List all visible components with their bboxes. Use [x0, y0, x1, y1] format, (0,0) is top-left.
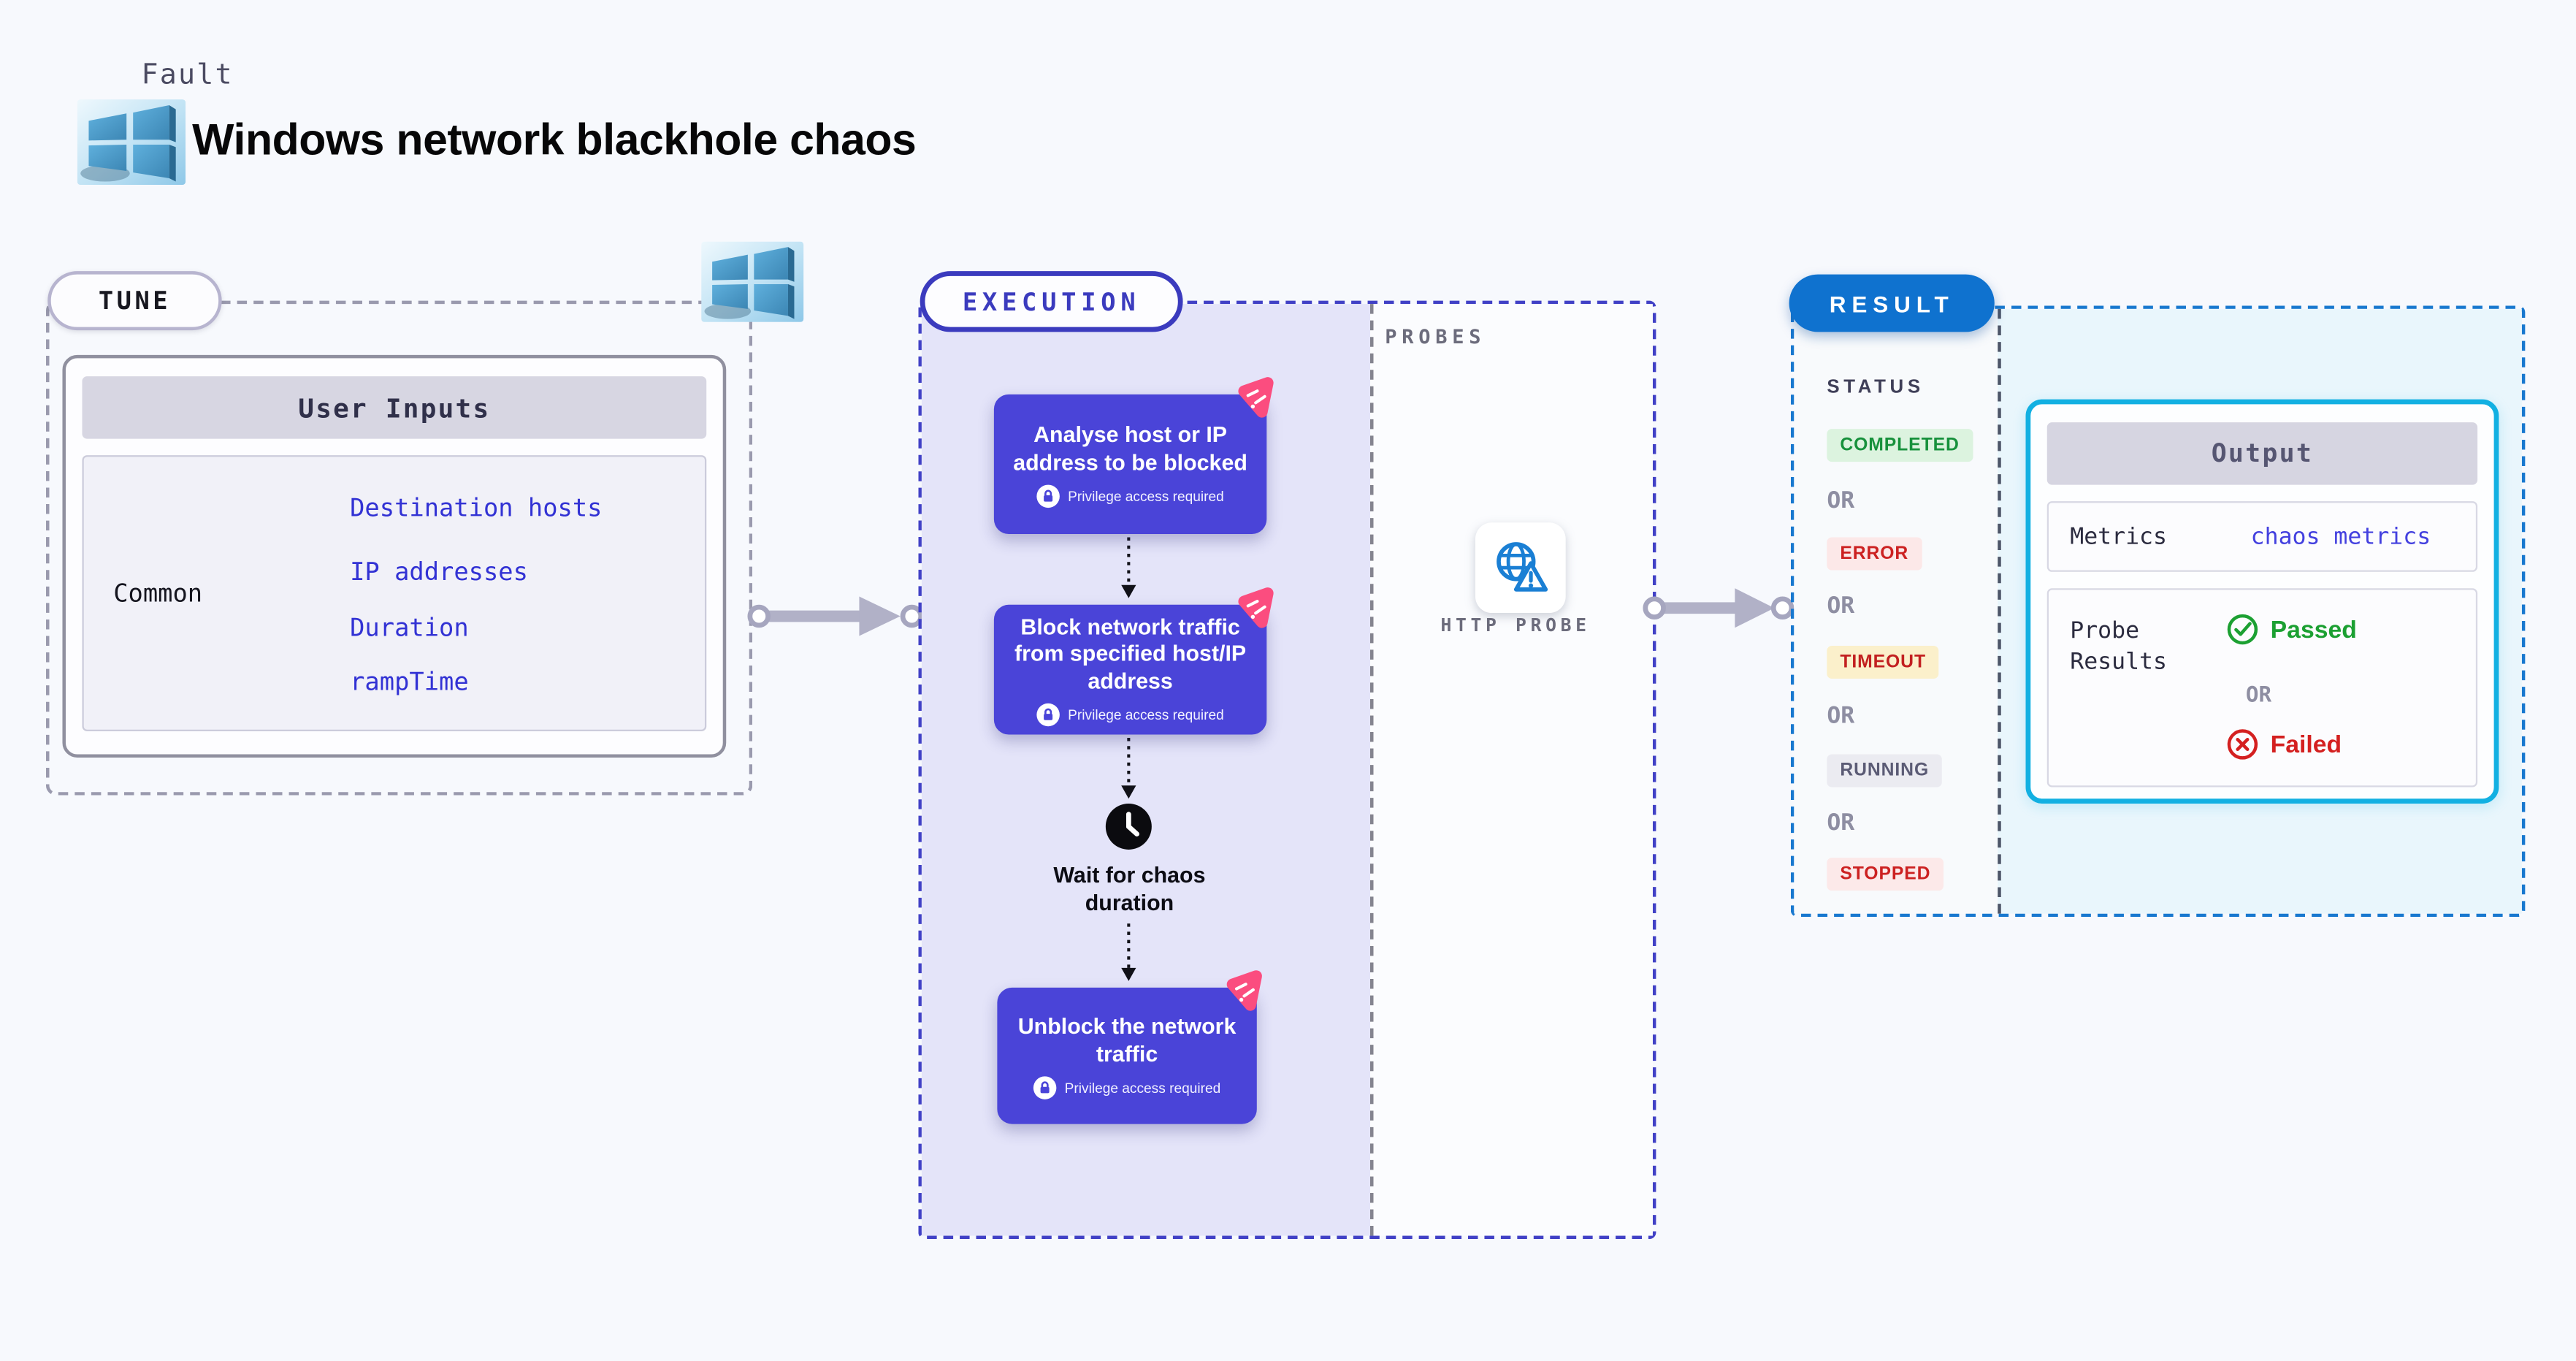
passed-result: Passed	[2226, 613, 2357, 646]
tune-section	[45, 300, 753, 796]
or-separator: OR	[2245, 683, 2272, 709]
metrics-value-link: chaos metrics	[2250, 523, 2431, 550]
user-inputs-table: User Inputs Common Destination hosts IP …	[62, 354, 727, 758]
or-separator: OR	[1827, 593, 1855, 620]
failed-label: Failed	[2270, 730, 2342, 759]
status-badge-running: RUNNING	[1827, 754, 1943, 788]
step-title: Block network traffic from specified hos…	[1014, 614, 1247, 693]
litmus-badge-icon	[1233, 375, 1281, 424]
failed-result: Failed	[2226, 728, 2342, 760]
lock-icon	[1036, 704, 1060, 727]
or-separator: OR	[1827, 703, 1855, 730]
input-ip-addresses: IP addresses	[350, 557, 528, 587]
probes-heading: PROBES	[1385, 325, 1486, 348]
privilege-note-label: Privilege access required	[1064, 1079, 1221, 1097]
clock-icon	[1104, 802, 1153, 851]
arrow-tune-to-execution	[747, 596, 924, 636]
or-separator: OR	[1827, 809, 1855, 836]
status-badge-timeout: TIMEOUT	[1827, 646, 1939, 679]
probes-lane	[1369, 304, 1653, 1236]
step-block-traffic: Block network traffic from specified hos…	[993, 604, 1267, 735]
lock-icon	[1036, 484, 1060, 508]
output-header: Output	[2046, 422, 2478, 485]
passed-label: Passed	[2270, 615, 2357, 644]
privilege-note-label: Privilege access required	[1068, 488, 1224, 505]
probe-results-label: Probe Results	[2070, 617, 2167, 676]
status-badge-completed: COMPLETED	[1827, 429, 1973, 462]
privilege-note: Privilege access required	[1036, 704, 1224, 727]
connector-step1-step2	[1121, 537, 1136, 598]
check-circle-icon	[2226, 613, 2259, 646]
step-title: Unblock the network traffic	[1017, 1013, 1237, 1066]
litmus-badge-icon	[1233, 586, 1281, 634]
privilege-note: Privilege access required	[1036, 484, 1224, 508]
probe-results-row: Probe Results Passed OR Failed	[2046, 588, 2478, 788]
input-duration: Duration	[350, 613, 469, 643]
input-destination-hosts: Destination hosts	[350, 492, 603, 523]
result-pill: RESULT	[1789, 274, 1995, 332]
globe-warning-icon	[1491, 538, 1550, 598]
status-column: STATUS COMPLETED OR ERROR OR TIMEOUT OR …	[1794, 308, 1998, 914]
http-probe-card	[1475, 522, 1566, 614]
input-ramptime: rampTime	[350, 667, 469, 697]
status-badge-stopped: STOPPED	[1827, 858, 1944, 891]
x-circle-icon	[2226, 728, 2259, 760]
user-inputs-body: Common Destination hosts IP addresses Du…	[82, 455, 707, 731]
connector-step2-wait	[1121, 737, 1136, 799]
http-probe-label: HTTP PROBE	[1440, 614, 1591, 636]
step-title: Analyse host or IP address to be blocked	[1013, 422, 1247, 474]
metrics-label: Metrics	[2070, 523, 2167, 550]
execution-pill: EXECUTION	[920, 271, 1183, 332]
or-separator: OR	[1827, 488, 1855, 515]
tune-pill: TUNE	[47, 271, 222, 331]
windows-logo-small-icon	[697, 242, 809, 322]
row-label-common: Common	[113, 578, 203, 609]
privilege-note: Privilege access required	[1033, 1076, 1220, 1099]
privilege-note-label: Privilege access required	[1068, 706, 1224, 724]
page-title: Windows network blackhole chaos	[192, 115, 917, 164]
step-unblock-traffic: Unblock the network traffic Privilege ac…	[997, 987, 1257, 1124]
arrow-probes-to-result	[1643, 588, 1795, 628]
status-heading: STATUS	[1827, 378, 1925, 398]
fault-kicker: Fault	[141, 58, 234, 92]
metrics-row: Metrics chaos metrics	[2046, 501, 2478, 572]
lock-icon	[1033, 1076, 1057, 1099]
connector-wait-step3	[1121, 923, 1136, 981]
windows-logo-icon	[77, 99, 186, 186]
wait-step-label: Wait for chaos duration	[1053, 862, 1206, 915]
user-inputs-header: User Inputs	[82, 376, 707, 439]
litmus-badge-icon	[1221, 969, 1269, 1017]
step-analyse-host: Analyse host or IP address to be blocked…	[993, 394, 1267, 535]
status-badge-error: ERROR	[1827, 537, 1922, 571]
output-card: Output Metrics chaos metrics Probe Resul…	[2025, 399, 2499, 804]
